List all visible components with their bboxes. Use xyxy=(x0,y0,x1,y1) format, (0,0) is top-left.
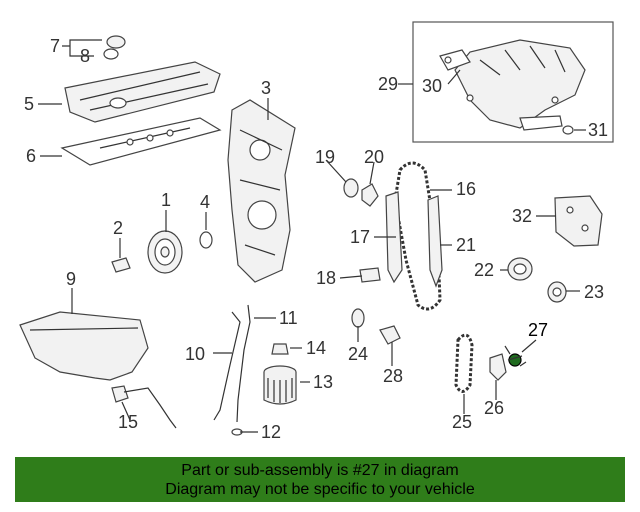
highlighted-part-27[interactable] xyxy=(504,345,527,367)
timing-cover-part[interactable] xyxy=(227,99,296,283)
callout-29: 29 xyxy=(378,74,398,94)
callout-22: 22 xyxy=(474,260,494,280)
callout-27: 27 xyxy=(528,320,548,340)
valve-cover-gasket-part[interactable] xyxy=(60,117,222,166)
pulley-bolt-part[interactable] xyxy=(111,257,131,273)
intake-manifold-inset-box xyxy=(412,21,614,143)
callout-16: 16 xyxy=(456,179,476,199)
callout-13: 13 xyxy=(313,372,333,392)
callout-21: 21 xyxy=(456,235,476,255)
callout-31: 31 xyxy=(588,120,608,140)
callout-3: 3 xyxy=(261,78,271,98)
callout-26: 26 xyxy=(484,398,504,418)
dipstick-part[interactable] xyxy=(213,311,241,421)
callout-4: 4 xyxy=(200,192,210,212)
oil-pan-part[interactable] xyxy=(19,311,149,381)
callout-15: 15 xyxy=(118,412,138,432)
callout-14: 14 xyxy=(306,338,326,358)
cam-sensor-part[interactable] xyxy=(343,178,359,198)
oil-pump-chain-part[interactable] xyxy=(454,333,474,393)
callout-24: 24 xyxy=(348,344,368,364)
callout-5: 5 xyxy=(24,94,34,114)
callout-32: 32 xyxy=(512,206,532,226)
oil-filter-part[interactable] xyxy=(263,365,297,405)
valve-cover-part[interactable] xyxy=(64,61,221,123)
callout-labels: 7 8 5 6 3 1 2 4 9 10 11 14 13 12 15 19 2… xyxy=(24,36,608,442)
oil-filler-cap-part[interactable] xyxy=(106,35,126,49)
leader-lines xyxy=(38,39,586,433)
callout-23: 23 xyxy=(584,282,604,302)
callout-18: 18 xyxy=(316,268,336,288)
cam-sprocket-2-part[interactable] xyxy=(547,281,567,303)
manifold-seal-part[interactable] xyxy=(562,125,574,135)
callout-25: 25 xyxy=(452,412,472,432)
callout-30: 30 xyxy=(422,76,442,96)
callout-17: 17 xyxy=(350,227,370,247)
crank-oil-seal-part[interactable] xyxy=(199,231,213,249)
callout-9: 9 xyxy=(66,269,76,289)
callout-28: 28 xyxy=(383,366,403,386)
callout-7: 7 xyxy=(50,36,60,56)
oil-level-sensor-part[interactable] xyxy=(111,385,177,429)
engine-parts-diagram: 7 8 5 6 3 1 2 4 9 10 11 14 13 12 15 19 2… xyxy=(19,21,614,442)
tensioner-slipper-part[interactable] xyxy=(359,267,381,283)
chain-tensioner-part[interactable] xyxy=(361,183,379,207)
notice-banner: Part or sub-assembly is #27 in diagram D… xyxy=(15,457,625,502)
guide-bracket-part[interactable] xyxy=(379,325,401,345)
intake-manifold-part[interactable] xyxy=(454,39,586,131)
callout-8: 8 xyxy=(80,46,90,66)
callout-2: 2 xyxy=(113,218,123,238)
drain-plug-part[interactable] xyxy=(271,343,289,355)
timing-chain-part[interactable] xyxy=(393,161,442,311)
camshaft-sprocket-part[interactable] xyxy=(507,257,533,281)
chain-damper-part[interactable] xyxy=(427,195,443,288)
manifold-gasket-part[interactable] xyxy=(439,49,471,71)
callout-20: 20 xyxy=(364,147,384,167)
callout-19: 19 xyxy=(315,147,335,167)
notice-line-1: Part or sub-assembly is #27 in diagram xyxy=(181,462,459,479)
oil-cap-seal-part[interactable] xyxy=(103,48,119,60)
callout-1: 1 xyxy=(161,190,171,210)
callout-10: 10 xyxy=(185,344,205,364)
idler-part[interactable] xyxy=(351,308,365,328)
callout-6: 6 xyxy=(26,146,36,166)
notice-line-2: Diagram may not be specific to your vehi… xyxy=(165,481,475,498)
oil-pump-tensioner-part[interactable] xyxy=(489,353,507,381)
dipstick-tube-part[interactable] xyxy=(236,304,251,423)
crankshaft-pulley-part[interactable] xyxy=(147,230,183,274)
timing-bracket-part[interactable] xyxy=(554,195,603,247)
callout-11: 11 xyxy=(279,308,298,328)
callout-12: 12 xyxy=(261,422,281,442)
